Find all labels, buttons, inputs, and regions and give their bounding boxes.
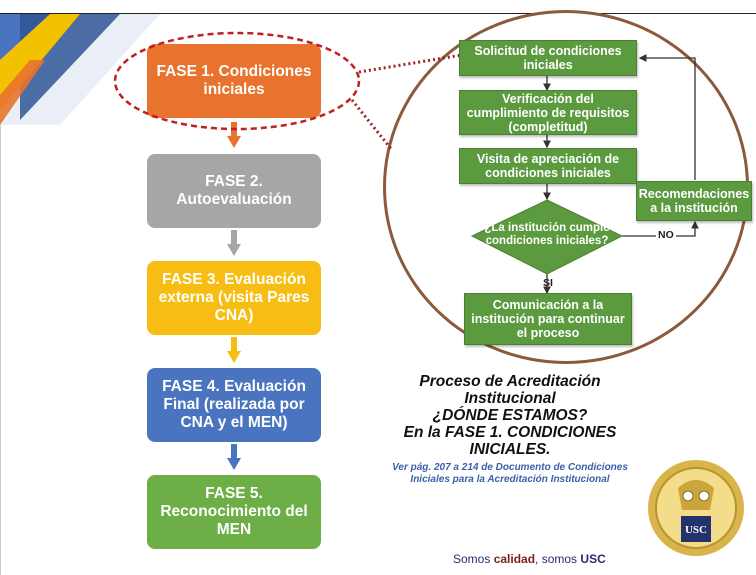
usc-seal-logo: USC: [648, 460, 744, 556]
flow-box-verificacion: Verificación del cumplimiento de requisi…: [459, 90, 637, 135]
flow-box-comunicacion: Comunicación a la institución para conti…: [464, 293, 632, 345]
caption-line1: Proceso de Acreditación Institucional: [419, 373, 601, 407]
caption-line2: ¿DÓNDE ESTAMOS?: [432, 407, 588, 424]
flow-decision: ¿La institución cumple condiciones inici…: [484, 222, 610, 247]
phase-2-box: FASE 2. Autoevaluación: [147, 154, 321, 228]
caption: Proceso de Acreditación Institucional ¿D…: [385, 373, 635, 485]
arrow-down-icon: [227, 444, 241, 470]
slogan-mid: , somos: [535, 552, 581, 566]
decorative-corner: [0, 14, 160, 125]
flow-label-no: NO: [656, 229, 676, 241]
flow-box-recomendaciones: Recomendaciones a la institución: [636, 181, 752, 221]
flow-label-yes: SI: [543, 277, 553, 289]
arrow-down-icon: [227, 230, 241, 256]
flow-box-solicitud: Solicitud de condiciones iniciales: [459, 40, 637, 76]
arrow-down-icon: [227, 337, 241, 363]
svg-text:USC: USC: [685, 524, 707, 536]
slogan-bold: calidad: [493, 552, 536, 566]
phase-1-box: FASE 1. Condiciones iniciales: [147, 44, 321, 118]
caption-reference: Ver pág. 207 a 214 de Documento de Condi…: [392, 462, 628, 485]
phase-3-box: FASE 3. Evaluación externa (visita Pares…: [147, 261, 321, 335]
left-divider: [0, 14, 1, 575]
slogan: Somos calidad, somos USC: [453, 552, 606, 566]
phase-4-box: FASE 4. Evaluación Final (realizada por …: [147, 368, 321, 442]
slogan-pre: Somos: [453, 552, 494, 566]
flow-box-visita: Visita de apreciación de condiciones ini…: [459, 148, 637, 184]
caption-line3: En la FASE 1. CONDICIONES INICIALES.: [403, 424, 617, 458]
top-divider: [0, 13, 756, 14]
phase-5-box: FASE 5. Reconocimiento del MEN: [147, 475, 321, 549]
slogan-end: USC: [580, 552, 606, 566]
arrow-down-icon: [227, 122, 241, 148]
